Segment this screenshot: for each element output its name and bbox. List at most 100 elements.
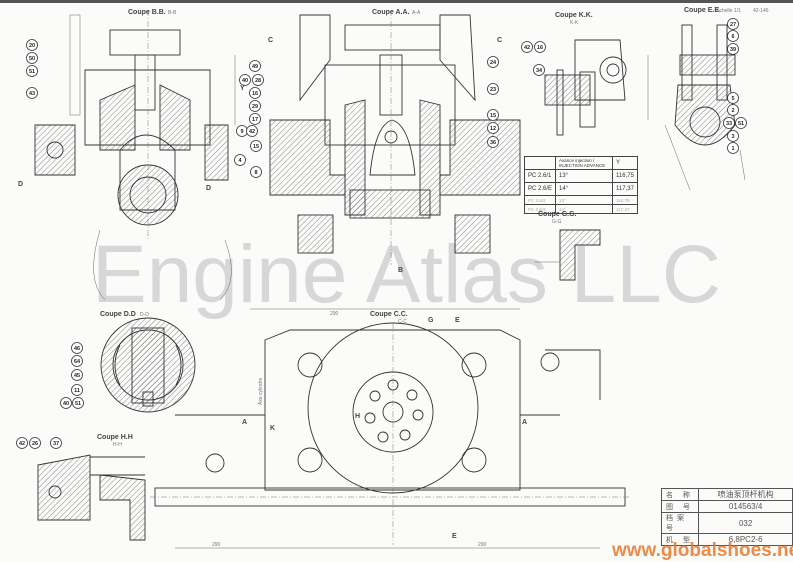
section-gg-view: Coupe G.G. G-G: [535, 211, 601, 281]
part-balloon: 64: [71, 355, 83, 367]
balloon-number: 42: [249, 129, 255, 135]
part-balloon: 51: [26, 65, 38, 77]
section-bb-title: Coupe B.B.: [128, 9, 166, 16]
section-mark-e-top: E: [455, 317, 460, 324]
balloon-number: 36: [490, 140, 496, 146]
balloon-number: 1: [731, 146, 734, 152]
table-cell: PC 2.6/1: [523, 169, 557, 183]
balloon-circle: [250, 140, 262, 152]
section-mark-a-left: A: [242, 419, 247, 426]
table-cell: 14°: [555, 182, 614, 196]
balloon-number: 4: [238, 158, 242, 164]
balloon-circle: [26, 87, 38, 99]
cylinder-axis-label: Axe cylindre: [258, 378, 264, 405]
balloon-number: 23: [490, 87, 496, 93]
balloon-circle: [487, 122, 499, 134]
injection-advance-table: Avance injection / INJECTION ADVANCE Y P…: [523, 156, 638, 214]
watermark-text: Engine Atlas LLC: [92, 229, 722, 320]
part-balloon: 34: [533, 64, 545, 76]
part-balloon: 24: [487, 56, 499, 68]
balloon-number: 3: [731, 134, 734, 140]
balloon-circle: [26, 39, 38, 51]
section-gg-title: Coupe G.G.: [538, 211, 577, 218]
part-balloon: 20: [26, 39, 38, 51]
table-cell: PC 2.6/E: [523, 182, 557, 196]
balloon-circle: [487, 136, 499, 148]
section-aa-subtitle: A-A: [412, 10, 421, 16]
balloon-number: 46: [74, 346, 80, 352]
table-header: [523, 156, 557, 170]
balloon-number: 33: [726, 121, 732, 127]
part-balloon: 6: [727, 30, 739, 42]
section-gg-subtitle: G-G: [552, 219, 562, 225]
section-kk-subtitle: K-K: [570, 20, 579, 26]
balloon-circle: [72, 397, 84, 409]
balloon-number: 27: [730, 22, 736, 28]
part-balloon: 43: [26, 87, 38, 99]
table-cell: 13°: [555, 169, 614, 183]
balloon-circle: [246, 125, 258, 137]
table-row: PC 2.6/E 14° 117,37: [523, 182, 638, 196]
balloon-number: 51: [29, 69, 35, 75]
part-balloon: 9: [236, 125, 248, 137]
balloon-number: 51: [75, 401, 81, 407]
balloon-circle: [71, 355, 83, 367]
balloon-circle: [26, 65, 38, 77]
section-kk-view: Coupe K.K. K-K: [544, 12, 627, 136]
part-balloon: 15: [250, 140, 262, 152]
balloon-circle: [249, 87, 261, 99]
balloon-circle: [727, 18, 739, 30]
balloon-circle: [252, 74, 264, 86]
part-balloon: 15: [487, 109, 499, 121]
table-row: PC 2.6/2 13° 116,75: [523, 195, 638, 205]
part-balloon: 29: [249, 100, 261, 112]
balloon-number: 50: [29, 56, 35, 62]
balloon-circle: [71, 384, 83, 396]
dimension-290-right: 290: [478, 542, 487, 548]
part-balloon: 37: [50, 437, 62, 449]
balloon-circle: [533, 64, 545, 76]
table-cell: 13°: [555, 195, 614, 205]
title-block-value: 6,8PC2-6: [698, 533, 793, 546]
balloon-circle: [727, 104, 739, 116]
balloon-number: 9: [240, 129, 243, 135]
balloon-number: 6: [731, 34, 734, 40]
section-mark-g: G: [428, 317, 434, 324]
balloon-circle: [250, 166, 262, 178]
section-mark-c-right: C: [497, 37, 502, 44]
balloon-circle: [26, 52, 38, 64]
table-cell: 116,75: [612, 195, 638, 205]
balloon-number: 12: [490, 126, 496, 132]
section-mark-a-right: A: [522, 419, 527, 426]
section-ee-title: Coupe E.E.: [684, 7, 721, 14]
balloon-circle: [249, 113, 261, 125]
part-balloon: 42: [521, 41, 533, 53]
part-balloon: 8: [250, 166, 262, 178]
part-balloon: 3: [727, 130, 739, 142]
balloon-number: 16: [537, 45, 543, 51]
part-balloon: 45: [71, 369, 83, 381]
part-balloon: 46: [71, 342, 83, 354]
part-balloon: 51: [735, 117, 747, 129]
balloon-number: 26: [32, 441, 38, 447]
top-border: [0, 0, 793, 3]
table-cell: PC 2.6/2: [523, 195, 557, 205]
balloon-number: 5: [731, 96, 734, 102]
title-block-key: 档案号: [660, 512, 700, 534]
balloon-number: 49: [252, 64, 258, 70]
part-balloon: 4: [234, 154, 246, 166]
section-mark-d-right: D: [206, 185, 211, 192]
balloon-circle: [239, 74, 251, 86]
balloon-number: 40: [242, 78, 248, 84]
section-cc-subtitle: C-C: [398, 319, 407, 325]
balloon-number: 28: [255, 78, 261, 84]
balloon-number: 37: [53, 441, 59, 447]
hex-nuts: [205, 352, 560, 473]
balloon-number: 2: [731, 108, 734, 114]
title-block-row: 名 称喷油泵顶杆机构: [660, 488, 793, 501]
part-balloon: 40: [239, 74, 251, 86]
